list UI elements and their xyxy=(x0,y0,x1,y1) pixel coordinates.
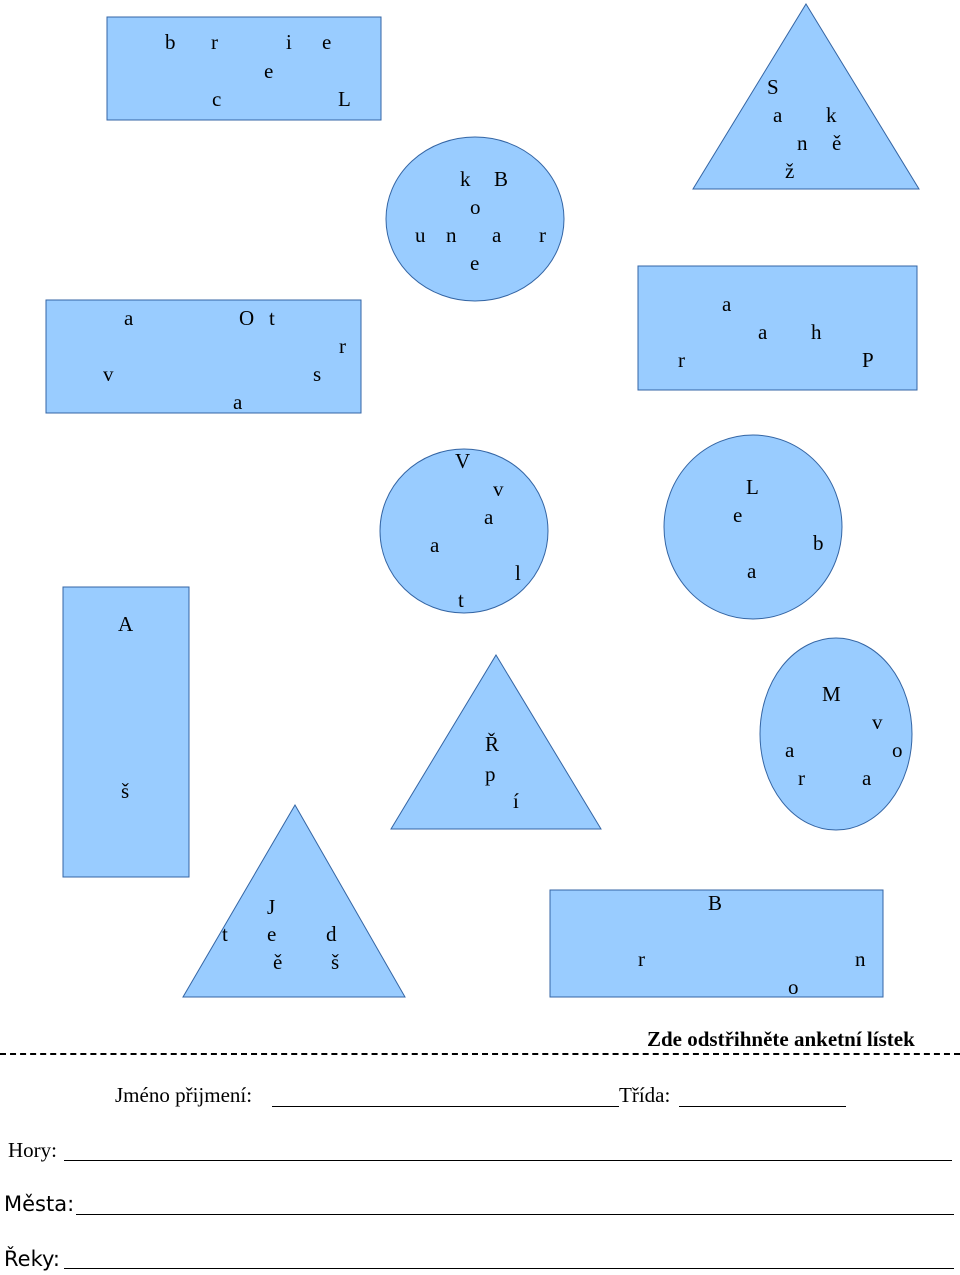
letter-circle-bounker: n xyxy=(446,223,457,247)
letter-rect-ostrava: a xyxy=(124,306,134,330)
circle-shape-bounker xyxy=(385,136,565,302)
letter-rect-ostrava: t xyxy=(269,306,275,330)
cut-line-divider xyxy=(0,1053,960,1055)
letter-triangle-jested: J xyxy=(267,895,276,919)
letter-rect-praha: a xyxy=(758,320,768,344)
circle-shape-labe xyxy=(663,434,843,620)
letter-circle-labe: e xyxy=(733,503,743,527)
letter-rect-praha: h xyxy=(811,320,822,344)
letter-rect-cebrile: i xyxy=(286,30,292,54)
letter-rect-ostrava: O xyxy=(239,306,255,330)
letter-circle-vltava: v xyxy=(493,477,504,501)
letter-rect-cebrile: b xyxy=(165,30,176,54)
letter-rect-brno: n xyxy=(855,947,866,971)
letter-circle-bounker: a xyxy=(492,223,502,247)
class-input-line[interactable] xyxy=(679,1106,846,1107)
letter-rect-as: A xyxy=(118,612,134,636)
letter-rect-cebrile: L xyxy=(338,87,351,111)
letter-circle-bounker: e xyxy=(470,251,480,275)
letter-circle-vltava: t xyxy=(458,588,464,612)
triangle-shape-rip xyxy=(390,654,602,830)
letter-triangle-jested: d xyxy=(326,922,337,946)
letter-triangle-sankze: S xyxy=(767,75,779,99)
letter-triangle-jested: š xyxy=(331,950,340,974)
cities-input-line[interactable] xyxy=(76,1214,954,1215)
letter-rect-ostrava: v xyxy=(103,362,114,386)
letter-rect-cebrile: e xyxy=(264,59,274,83)
mountains-input-line[interactable] xyxy=(64,1160,952,1161)
letter-rect-brno: o xyxy=(788,975,799,999)
letter-circle-bounker: r xyxy=(539,223,546,247)
letter-circle-morava: M xyxy=(822,682,841,706)
letter-rect-ostrava: r xyxy=(339,334,346,358)
name-label: Jméno přijmení: xyxy=(115,1083,253,1107)
letter-circle-morava: r xyxy=(798,766,805,790)
letter-rect-cebrile: e xyxy=(322,30,332,54)
letter-rect-as: š xyxy=(121,779,130,803)
letter-circle-labe: L xyxy=(746,475,759,499)
letter-triangle-sankze: ě xyxy=(832,131,842,155)
triangle-shape-sankze xyxy=(692,3,920,190)
letter-circle-labe: a xyxy=(747,559,757,583)
letter-rect-praha: P xyxy=(862,348,874,372)
letter-rect-cebrile: r xyxy=(211,30,218,54)
letter-rect-brno: B xyxy=(708,891,723,915)
name-input-line[interactable] xyxy=(272,1106,619,1107)
mountains-label: Hory: xyxy=(8,1138,57,1162)
letter-triangle-jested: e xyxy=(267,922,277,946)
letter-triangle-rip: í xyxy=(513,789,519,813)
class-label: Třída: xyxy=(619,1083,671,1107)
letter-rect-ostrava: a xyxy=(233,390,243,414)
letter-triangle-jested: t xyxy=(222,922,228,946)
letter-circle-vltava: a xyxy=(430,533,440,557)
letter-triangle-rip: p xyxy=(485,762,496,786)
letter-circle-vltava: V xyxy=(455,449,471,473)
letter-circle-labe: b xyxy=(813,531,824,555)
letter-circle-bounker: o xyxy=(470,195,481,219)
letter-rect-praha: r xyxy=(678,348,685,372)
letter-circle-morava: a xyxy=(785,738,795,762)
letter-circle-bounker: u xyxy=(415,223,426,247)
circle-shape-morava xyxy=(759,637,913,831)
letter-rect-cebrile: c xyxy=(212,87,222,111)
letter-rect-praha: a xyxy=(722,292,732,316)
rect-shape-praha xyxy=(637,265,918,391)
letter-triangle-sankze: k xyxy=(826,103,837,127)
rect-shape-brno xyxy=(549,889,884,998)
rivers-input-line[interactable] xyxy=(64,1268,954,1269)
letter-circle-morava: v xyxy=(872,710,883,734)
cutoff-title: Zde odstřihněte anketní lístek xyxy=(647,1027,915,1051)
letter-triangle-sankze: ž xyxy=(785,159,795,183)
triangle-shape-jested xyxy=(182,804,406,998)
rect-shape-as xyxy=(62,586,190,878)
letter-rect-ostrava: s xyxy=(313,362,322,386)
rect-shape-cebrile xyxy=(106,16,382,121)
rect-shape-ostrava xyxy=(45,299,362,414)
letter-triangle-sankze: n xyxy=(797,131,808,155)
circle-shape-vltava xyxy=(379,448,549,614)
letter-circle-morava: o xyxy=(892,738,903,762)
letter-circle-bounker: k xyxy=(460,167,471,191)
letter-circle-vltava: a xyxy=(484,505,494,529)
letter-triangle-rip: Ř xyxy=(485,732,500,756)
rivers-label: Řeky: xyxy=(4,1247,60,1271)
cities-label: Města: xyxy=(4,1192,75,1216)
letter-circle-morava: a xyxy=(862,766,872,790)
letter-circle-bounker: B xyxy=(494,167,509,191)
letter-rect-brno: r xyxy=(638,947,645,971)
letter-circle-vltava: l xyxy=(515,561,521,585)
letter-triangle-sankze: a xyxy=(773,103,783,127)
letter-triangle-jested: ě xyxy=(273,950,283,974)
